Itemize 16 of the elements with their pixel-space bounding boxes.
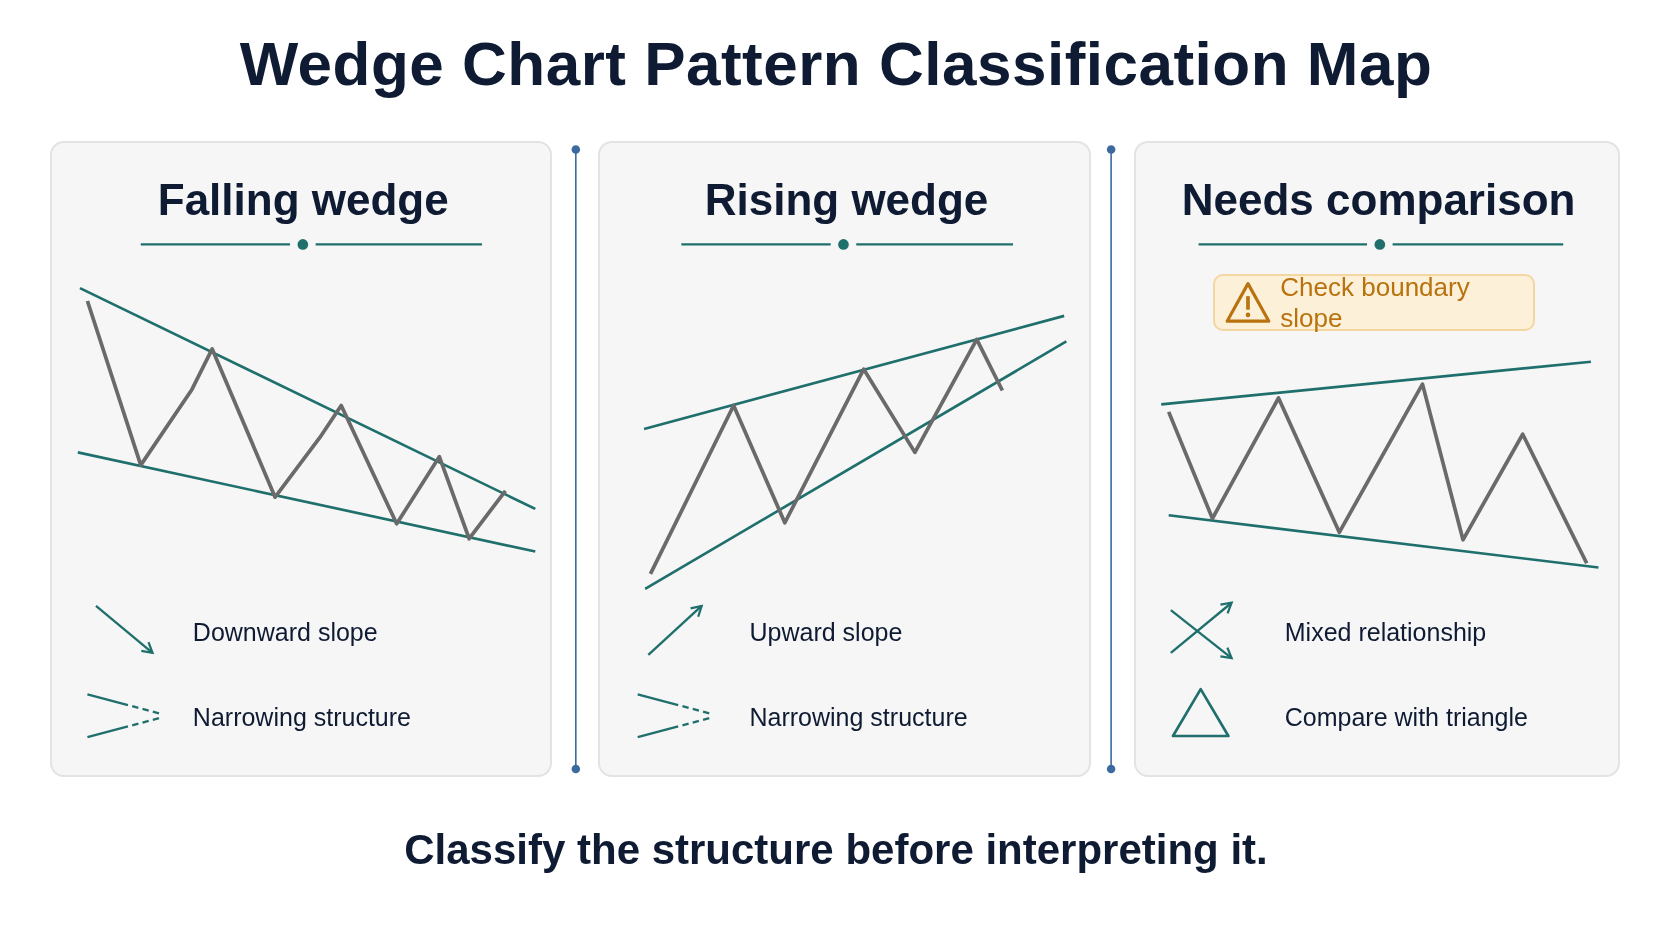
card-heading: Falling wedge (156, 174, 450, 225)
title: Wedge Chart Pattern Classification Map (238, 28, 1434, 99)
pattern-trait: Narrowing structure (192, 702, 411, 732)
pattern-trait: Mixed relationship (1284, 618, 1487, 648)
pattern-card (50, 140, 553, 778)
card-heading: Rising wedge (703, 174, 990, 225)
pattern-trait: Narrowing structure (749, 702, 968, 732)
pattern-trait: Compare with triangle (1284, 702, 1528, 732)
pattern-trait: Downward slope (192, 618, 378, 648)
badge-text: Check boundary slope (1280, 271, 1471, 334)
card-heading: Needs comparison (1180, 174, 1577, 225)
caption: Classify the structure before interpreting it. (403, 826, 1269, 874)
pattern-card (1133, 140, 1620, 778)
pattern-card (598, 140, 1091, 778)
warning-badge (1213, 273, 1536, 332)
pattern-trait: Upward slope (749, 618, 903, 648)
